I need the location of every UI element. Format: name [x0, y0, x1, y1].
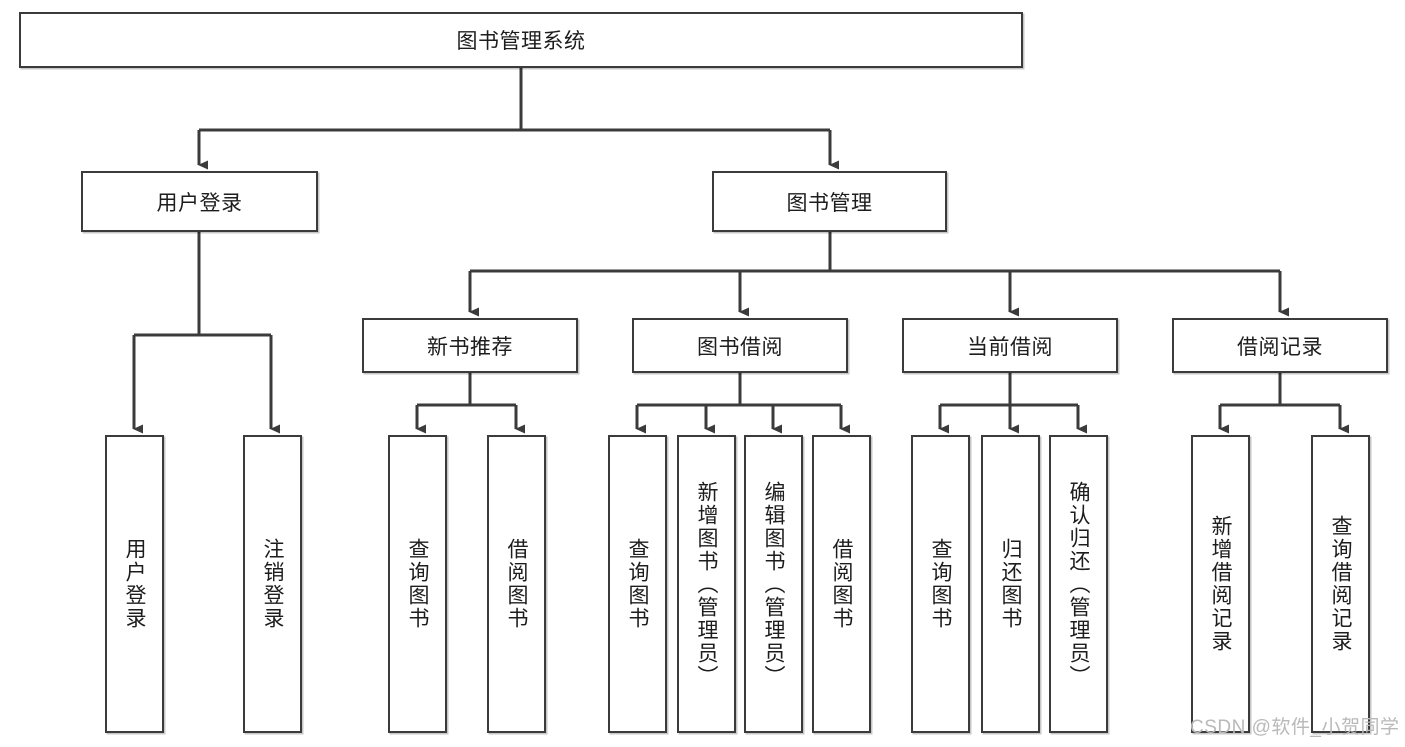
- node-leaf-edit-book-label: 编辑图书（管理员）: [762, 480, 785, 688]
- node-leaf-return-book-label: 归还图书: [999, 538, 1022, 630]
- node-book-borrow-label: 图书借阅: [697, 335, 783, 359]
- node-leaf-borrow-book[interactable]: 借阅图书: [812, 435, 871, 733]
- node-leaf-add-record-label: 新增借阅记录: [1209, 515, 1232, 653]
- node-root-label: 图书管理系统: [456, 30, 586, 53]
- node-leaf-query-record[interactable]: 查询借阅记录: [1311, 435, 1370, 733]
- node-leaf-borrow-book-rec-label: 借阅图书: [505, 538, 528, 630]
- node-leaf-user-logout[interactable]: 注销登录: [243, 435, 302, 733]
- node-leaf-query-book-borrow[interactable]: 查询图书: [608, 435, 667, 733]
- node-user-login[interactable]: 用户登录: [81, 171, 318, 232]
- node-leaf-add-book-label: 新增图书（管理员）: [695, 480, 718, 688]
- node-leaf-user-login[interactable]: 用户登录: [105, 435, 164, 733]
- node-leaf-borrow-book-label: 借阅图书: [830, 538, 853, 630]
- node-leaf-query-record-label: 查询借阅记录: [1329, 515, 1352, 653]
- node-new-book-rec-label: 新书推荐: [427, 335, 513, 359]
- node-current-borrow-label: 当前借阅: [967, 335, 1053, 359]
- node-leaf-add-book[interactable]: 新增图书（管理员）: [677, 435, 736, 733]
- node-leaf-query-book-borrow-label: 查询图书: [626, 538, 649, 630]
- node-book-borrow[interactable]: 图书借阅: [632, 318, 848, 373]
- watermark-text: CSDN @软件_小贺同学: [1190, 717, 1400, 738]
- node-current-borrow[interactable]: 当前借阅: [902, 318, 1118, 373]
- node-leaf-user-logout-label: 注销登录: [261, 538, 284, 630]
- node-leaf-confirm-return-label: 确认归还（管理员）: [1067, 480, 1090, 688]
- node-leaf-return-book[interactable]: 归还图书: [981, 435, 1040, 733]
- node-root[interactable]: 图书管理系统: [19, 12, 1023, 68]
- node-borrow-record[interactable]: 借阅记录: [1172, 318, 1388, 373]
- node-leaf-query-book-current-label: 查询图书: [929, 538, 952, 630]
- node-new-book-rec[interactable]: 新书推荐: [362, 318, 578, 373]
- node-user-login-label: 用户登录: [156, 191, 243, 215]
- node-leaf-query-book-rec[interactable]: 查询图书: [388, 435, 447, 733]
- node-leaf-query-book-current[interactable]: 查询图书: [911, 435, 970, 733]
- node-leaf-query-book-rec-label: 查询图书: [406, 538, 429, 630]
- node-book-manage[interactable]: 图书管理: [712, 171, 947, 232]
- node-leaf-edit-book[interactable]: 编辑图书（管理员）: [744, 435, 803, 733]
- node-borrow-record-label: 借阅记录: [1237, 335, 1323, 359]
- node-book-manage-label: 图书管理: [786, 191, 873, 215]
- node-leaf-borrow-book-rec[interactable]: 借阅图书: [487, 435, 546, 733]
- node-leaf-confirm-return[interactable]: 确认归还（管理员）: [1049, 435, 1108, 733]
- node-leaf-add-record[interactable]: 新增借阅记录: [1191, 435, 1250, 733]
- node-leaf-user-login-label: 用户登录: [123, 538, 146, 630]
